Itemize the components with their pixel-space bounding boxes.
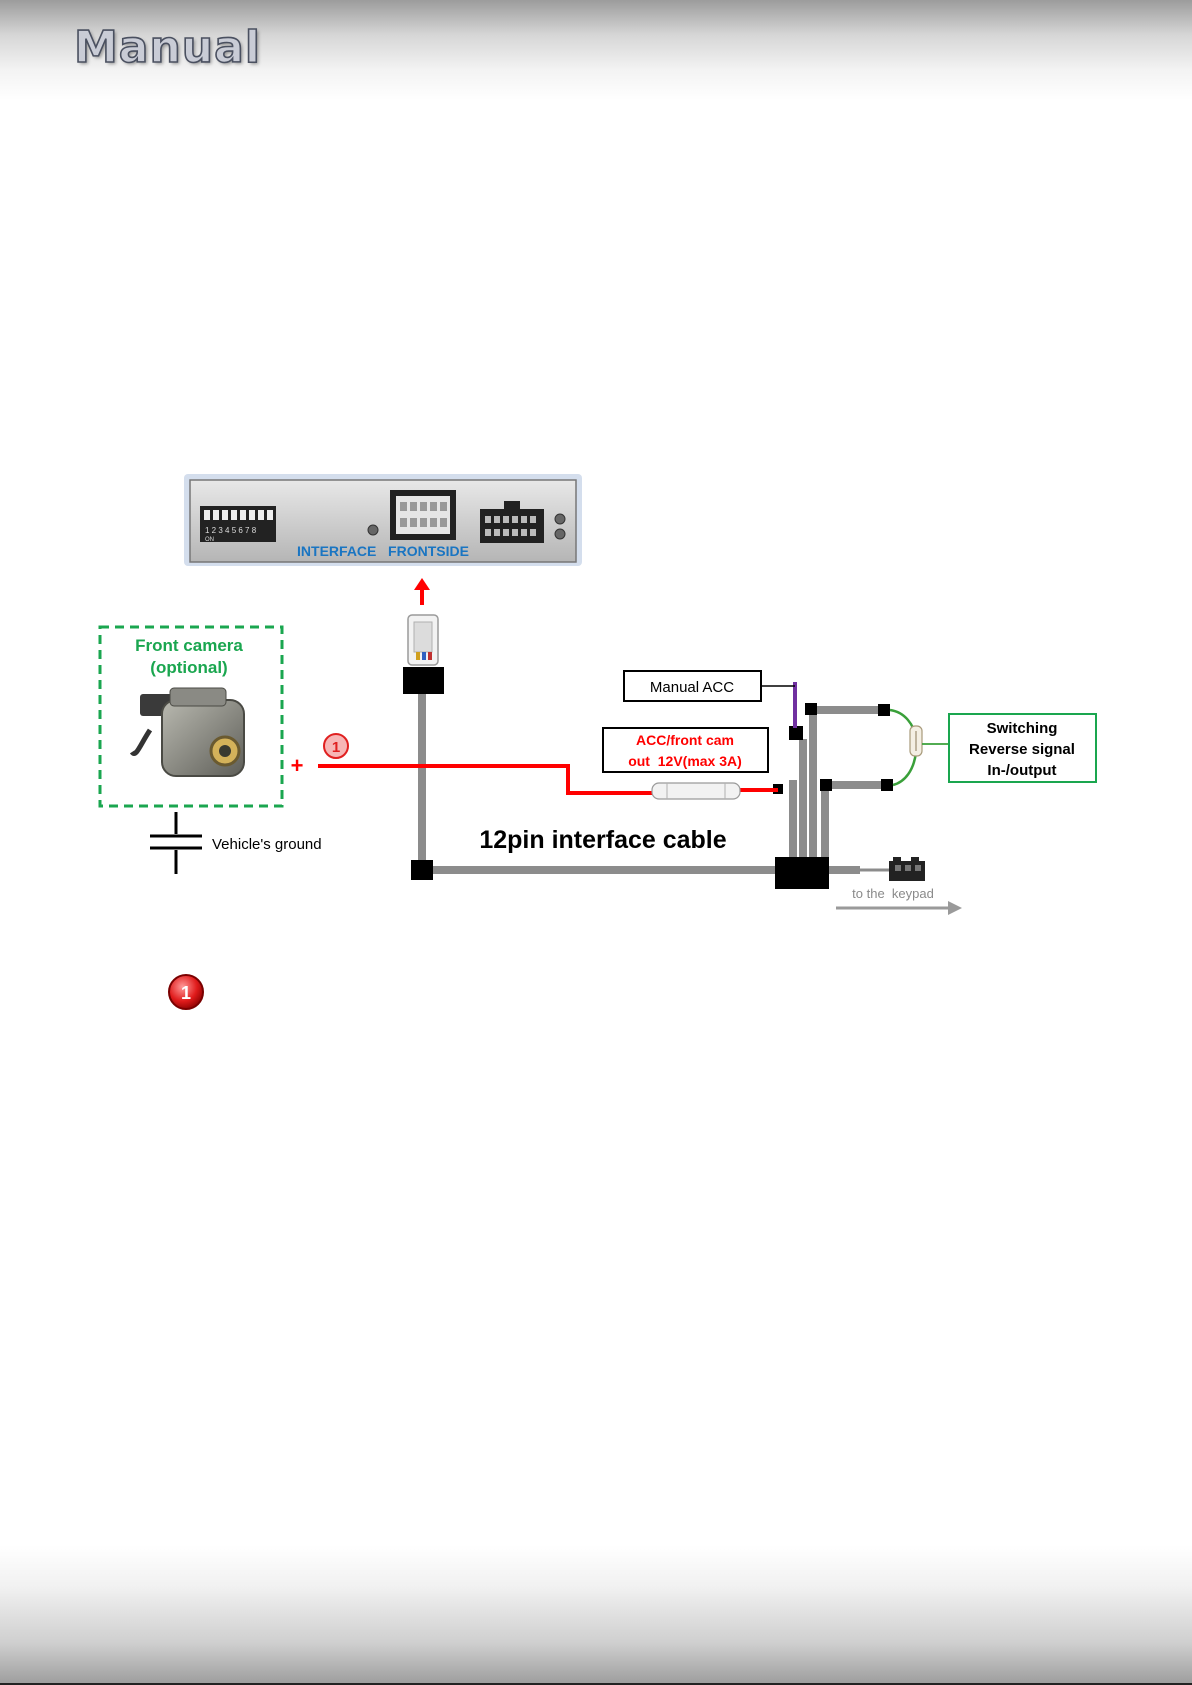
cable-node [878,704,890,716]
module-12pin-socket [390,490,456,540]
manual-acc-label: Manual ACC [650,679,734,696]
keypad-label: to the keypad [852,886,934,901]
dip-numbers: 1 2 3 4 5 6 7 8 [205,526,257,535]
cable-junction [411,860,433,880]
acc-out-label-line2: out 12V(max 3A) [628,753,742,769]
camera-icon [132,688,244,776]
marker-1-badge: 1 [324,734,348,758]
arrow-up-icon [414,578,430,605]
module-caption: INTERFACE FRONTSIDE [297,543,469,559]
switching-label-line1: Switching [987,720,1058,737]
switching-label-line2: Reverse signal [969,741,1075,758]
switching-label-line3: In-/output [987,762,1056,779]
bullet-connector [652,783,740,799]
interface-module: 1 2 3 4 5 6 7 8 ON [184,474,582,566]
arrow-right-icon [836,901,962,915]
led-icon [368,525,378,535]
cable-node [805,703,817,715]
dip-switch-block: 1 2 3 4 5 6 7 8 ON [200,506,276,543]
cable-node [789,726,803,740]
cable-label: 12pin interface cable [479,826,726,854]
front-camera-subtitle: (optional) [150,658,227,677]
footer-band [0,1545,1192,1685]
ground-label: Vehicle's ground [212,836,322,853]
cable-node [820,779,832,791]
keypad-connector [889,857,925,881]
camera-plus-sign: + [291,753,304,778]
front-camera-title: Front camera [135,636,243,655]
fuse-icon [910,726,922,756]
dip-on-label: ON [205,537,214,543]
screw-icon [555,529,565,539]
svg-text:1: 1 [332,739,340,756]
cable-node [881,779,893,791]
cable-junction-main [775,857,829,889]
ground-symbol-icon [150,812,202,874]
screw-icon [555,514,565,524]
svg-text:1: 1 [181,983,191,1003]
legend-marker-1-badge: 1 [169,975,203,1009]
acc-out-label-line1: ACC/front cam [636,732,734,748]
12pin-plug [403,615,444,694]
